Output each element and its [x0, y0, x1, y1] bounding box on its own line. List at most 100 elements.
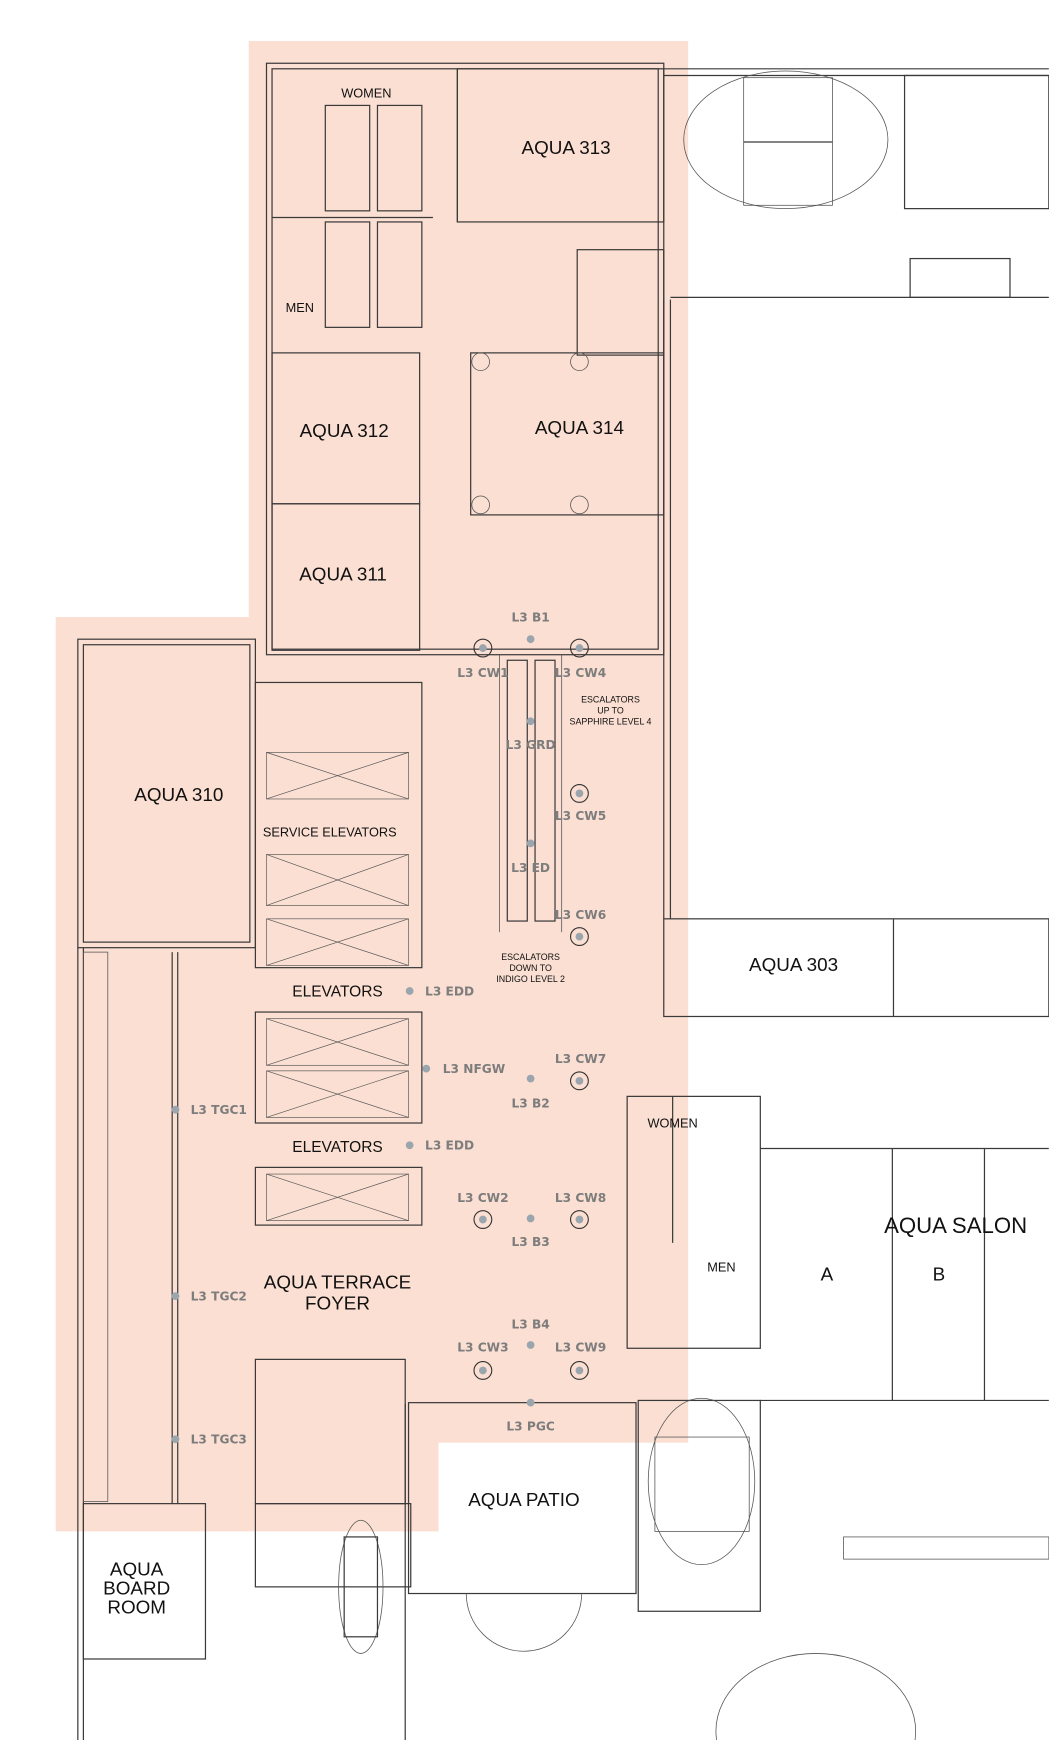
esc-down-note: ESCALATORS [501, 952, 560, 962]
room-men-lower: MEN [707, 1260, 735, 1275]
dot-icon [171, 1292, 180, 1301]
marker-l3-cw2[interactable]: L3 CW2 [457, 1191, 509, 1229]
marker-l3-b3[interactable]: L3 B3 [511, 1214, 550, 1250]
room-elevators-1: ELEVATORS [292, 984, 383, 1001]
marker-label: L3 CW8 [555, 1191, 606, 1205]
marker-l3-cw3[interactable]: L3 CW3 [457, 1341, 509, 1380]
dot-icon [405, 1141, 414, 1150]
marker-label: L3 B3 [511, 1235, 549, 1249]
marker-label: L3 B1 [511, 610, 549, 624]
marker-label: L3 CW4 [555, 666, 606, 680]
esc-up-note: ESCALATORS [581, 694, 640, 704]
marker-l3-cw5[interactable]: L3 CW5 [555, 783, 606, 824]
room-board-line1[interactable]: AQUA [110, 1559, 164, 1580]
dot-icon [171, 1105, 180, 1114]
dot-icon [575, 789, 584, 798]
room-aqua-salon[interactable]: AQUA SALON [884, 1213, 1027, 1238]
room-foyer-line1[interactable]: AQUA TERRACE [264, 1271, 411, 1292]
dot-icon [526, 1074, 535, 1083]
marker-l3-tgc3[interactable]: L3 TGC3 [171, 1433, 247, 1447]
walls [77, 62, 1049, 1740]
marker-label: L3 CW7 [555, 1052, 606, 1066]
marker-l3-grd[interactable]: L3 GRD [506, 717, 556, 752]
esc-up-note: UP TO [597, 706, 624, 716]
marker-label: L3 PGC [506, 1419, 554, 1433]
marker-label: L3 ED [511, 861, 550, 875]
marker-l3-b2[interactable]: L3 B2 [511, 1074, 550, 1111]
room-salon-a[interactable]: A [821, 1264, 834, 1285]
room-labels: WOMEN AQUA 313 MEN AQUA 312 AQUA 314 AQU… [103, 86, 1027, 1618]
escalator-notes: ESCALATORS UP TO SAPPHIRE LEVEL 4 ESCALA… [496, 694, 651, 984]
ring-icon [569, 927, 589, 947]
dot-icon [171, 1435, 180, 1444]
marker-label: L3 TGC2 [191, 1290, 247, 1304]
marker-label: L3 NFGW [443, 1062, 506, 1076]
marker-label: L3 CW3 [457, 1341, 508, 1355]
room-women-upper: WOMEN [341, 86, 391, 101]
marker-label: L3 B2 [511, 1096, 549, 1110]
room-aqua-patio[interactable]: AQUA PATIO [468, 1489, 579, 1510]
ring-icon [473, 638, 493, 658]
room-board-line2[interactable]: BOARD [103, 1578, 170, 1599]
marker-l3-edd-2[interactable]: L3 EDD [405, 1139, 474, 1153]
marker-l3-edd-1[interactable]: L3 EDD [405, 984, 474, 998]
ring-icon [569, 1210, 589, 1229]
room-aqua-312[interactable]: AQUA 312 [300, 420, 389, 441]
marker-label: L3 EDD [425, 984, 474, 998]
room-aqua-314[interactable]: AQUA 314 [535, 417, 624, 438]
room-service-elevators: SERVICE ELEVATORS [263, 825, 397, 840]
marker-label: L3 CW9 [555, 1341, 606, 1355]
dot-icon [526, 1398, 535, 1407]
dot-icon [575, 932, 584, 941]
dot-icon [575, 644, 584, 652]
room-men-upper: MEN [286, 300, 314, 315]
marker-label: L3 EDD [425, 1139, 474, 1153]
esc-down-note: INDIGO LEVEL 2 [496, 974, 565, 984]
dot-icon [405, 987, 414, 995]
room-board-line3[interactable]: ROOM [107, 1596, 166, 1617]
marker-label: L3 CW5 [555, 809, 606, 823]
marker-l3-ed[interactable]: L3 ED [511, 839, 550, 875]
room-elevators-2: ELEVATORS [292, 1139, 383, 1156]
esc-down-note: DOWN TO [509, 963, 552, 973]
room-aqua-310[interactable]: AQUA 310 [134, 784, 223, 805]
ring-icon [569, 1071, 589, 1091]
marker-l3-cw6[interactable]: L3 CW6 [555, 908, 606, 947]
marker-l3-cw1[interactable]: L3 CW1 [457, 638, 509, 680]
dot-icon [526, 635, 535, 644]
dot-icon [526, 839, 535, 848]
marker-l3-cw8[interactable]: L3 CW8 [555, 1191, 606, 1229]
marker-l3-b4[interactable]: L3 B4 [511, 1317, 550, 1349]
ring-icon [569, 783, 589, 803]
ring-icon [473, 1210, 493, 1229]
marker-l3-pgc[interactable]: L3 PGC [506, 1398, 555, 1434]
room-salon-b[interactable]: B [933, 1264, 946, 1285]
ring-icon [569, 638, 589, 658]
dot-icon [526, 717, 535, 726]
dot-icon [575, 1215, 584, 1224]
marker-l3-tgc2[interactable]: L3 TGC2 [171, 1290, 247, 1304]
room-aqua-303[interactable]: AQUA 303 [749, 954, 838, 975]
marker-label: L3 CW2 [457, 1191, 508, 1205]
marker-l3-cw4[interactable]: L3 CW4 [555, 638, 606, 680]
marker-label: L3 GRD [506, 738, 556, 752]
room-foyer-line2[interactable]: FOYER [305, 1292, 370, 1313]
marker-label: L3 CW1 [457, 666, 508, 680]
ring-icon [569, 1361, 589, 1380]
marker-label: L3 TGC1 [191, 1103, 247, 1117]
marker-l3-tgc1[interactable]: L3 TGC1 [171, 1103, 247, 1117]
marker-label: L3 CW6 [555, 908, 606, 922]
marker-l3-cw7[interactable]: L3 CW7 [555, 1052, 606, 1091]
dot-icon [575, 1076, 584, 1085]
room-aqua-313[interactable]: AQUA 313 [522, 137, 611, 158]
ring-icon [473, 1361, 493, 1380]
dot-icon [526, 1214, 535, 1223]
marker-label: L3 TGC3 [191, 1433, 247, 1447]
dot-icon [526, 1341, 535, 1349]
marker-label: L3 B4 [511, 1317, 549, 1331]
room-aqua-311[interactable]: AQUA 311 [299, 563, 387, 584]
marker-l3-nfgw[interactable]: L3 NFGW [422, 1062, 506, 1076]
marker-l3-cw9[interactable]: L3 CW9 [555, 1341, 606, 1380]
marker-l3-b1[interactable]: L3 B1 [511, 610, 550, 644]
